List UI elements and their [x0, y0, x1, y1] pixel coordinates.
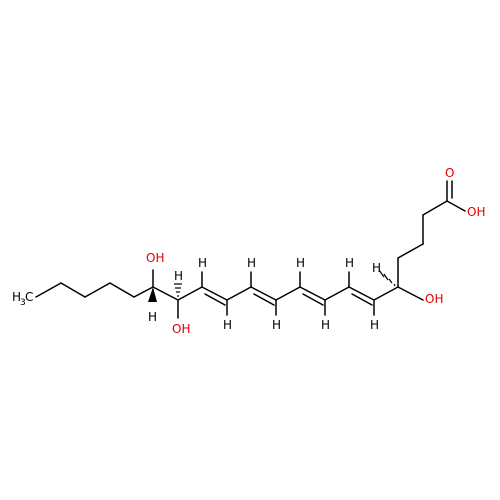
double-bond: [302, 293, 324, 306]
bond: [133, 286, 154, 298]
h-label: H: [370, 318, 379, 332]
alkyl-chain: [35, 282, 154, 298]
c5-center: [378, 269, 424, 301]
bond: [397, 243, 424, 259]
h-label: H: [272, 318, 281, 332]
methyl-label-sub: 3: [20, 298, 26, 308]
h-label: H: [198, 256, 207, 270]
bond: [348, 286, 375, 301]
oh-label-c5: OH: [425, 292, 443, 306]
carbonyl-o-label: O: [445, 166, 454, 180]
bond: [177, 286, 203, 301]
acid-oh-label: OH: [467, 205, 485, 219]
double-bond: [204, 293, 226, 306]
bond: [152, 286, 179, 301]
oh-label-c13: OH: [172, 322, 190, 336]
bond: [373, 286, 399, 301]
bond: [84, 282, 111, 298]
bond: [275, 286, 301, 301]
acid-chain: [397, 180, 466, 288]
bond: [60, 282, 86, 298]
diol-center: [148, 269, 203, 319]
bond: [250, 286, 277, 301]
hashed-bond: [378, 269, 396, 287]
h-label: H: [345, 256, 354, 270]
bond: [422, 200, 448, 216]
h-label: H: [148, 310, 157, 324]
h-label: H: [174, 269, 183, 283]
h-label: H: [372, 261, 381, 275]
h-label: H: [321, 318, 330, 332]
oh-label-c12: OH: [146, 251, 164, 265]
h-label: H: [247, 256, 256, 270]
atom-labels: H 3 C OH OH H H H H H H H H H H H OH O O…: [12, 166, 485, 336]
h-label: H: [296, 256, 305, 270]
bond: [299, 286, 326, 301]
bond-c5-oh: [397, 286, 424, 301]
bond: [201, 286, 228, 301]
methyl-label-h: H: [12, 290, 21, 304]
bond-c-oh: [446, 200, 466, 212]
bond: [109, 282, 135, 298]
double-bond: [351, 293, 373, 306]
wedge-bond: [148, 287, 157, 302]
methyl-label-c: C: [25, 290, 33, 304]
double-bond: [253, 293, 275, 306]
bond: [35, 282, 62, 298]
h-label: H: [223, 318, 232, 332]
hashed-bond: [174, 283, 182, 297]
bond: [324, 286, 350, 301]
bond: [226, 286, 252, 301]
tetraene: [201, 271, 399, 316]
